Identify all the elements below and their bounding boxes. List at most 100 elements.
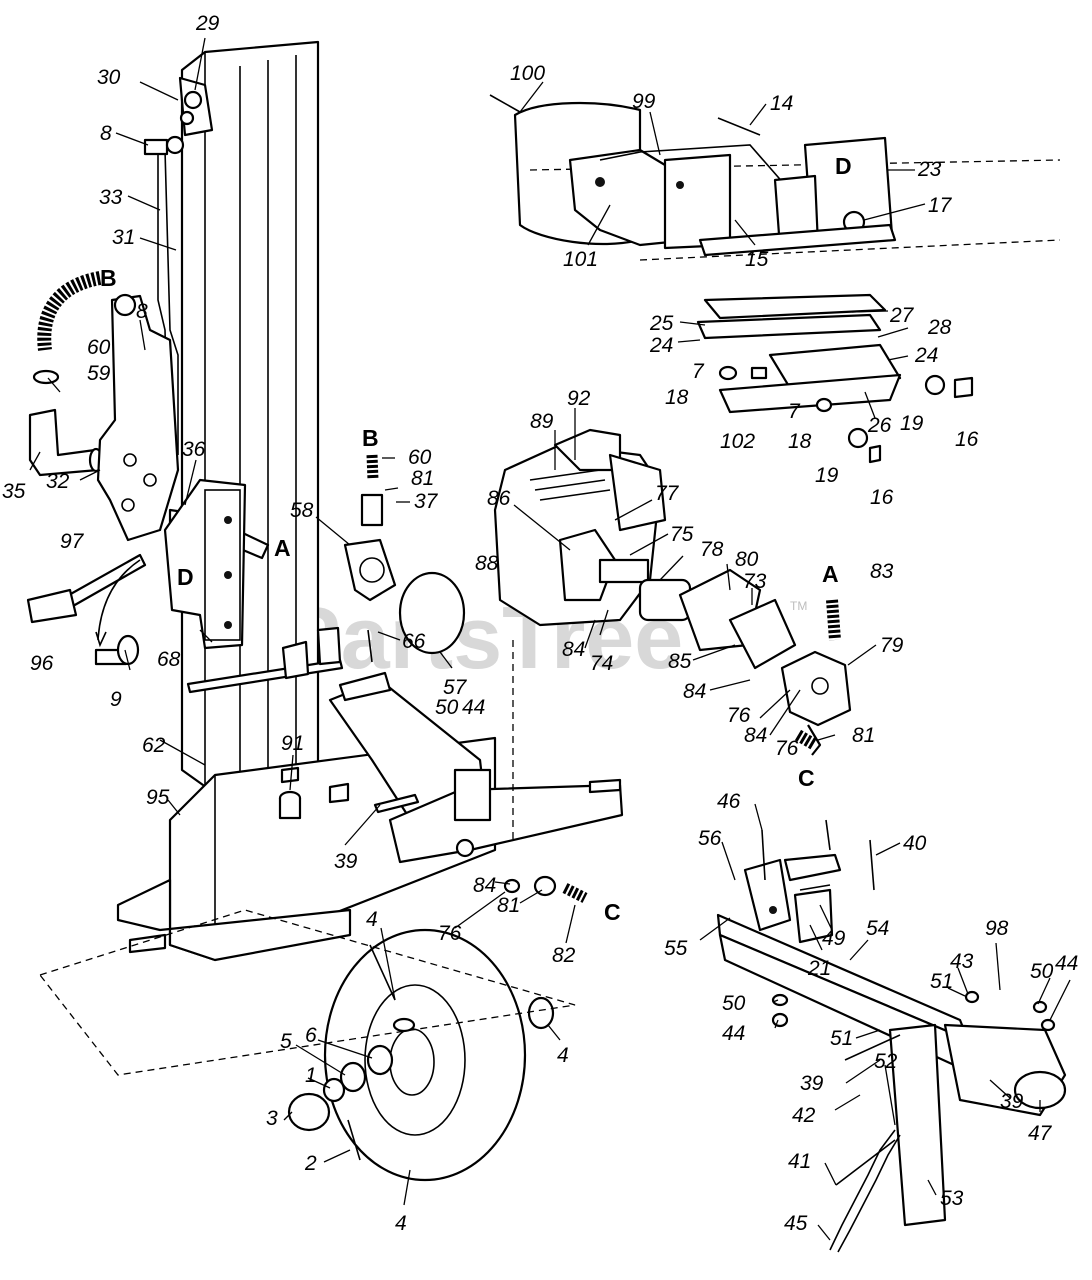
part-label: 96 <box>30 652 54 675</box>
part-label: 102 <box>720 430 755 453</box>
leader-lines <box>29 37 1071 1241</box>
part-label: 76 <box>438 922 462 945</box>
part-label: 43 <box>950 950 974 973</box>
hub-cap-3 <box>287 1092 331 1132</box>
main-frame <box>328 671 624 864</box>
part-label: 30 <box>97 66 121 89</box>
part-label: 32 <box>46 470 70 493</box>
part-label: 33 <box>99 186 123 209</box>
part-label: 3 <box>266 1107 278 1130</box>
wheel-bearing-4 <box>527 996 555 1030</box>
bolt-41 <box>835 1139 896 1186</box>
part-label: 92 <box>567 387 591 410</box>
part-label: 52 <box>874 1050 898 1073</box>
plates-24-28 <box>696 293 974 464</box>
part-label: 95 <box>146 786 170 809</box>
bolt-40 <box>869 839 875 891</box>
washer-59 <box>32 369 60 385</box>
beam-bracket-d <box>163 478 247 650</box>
part-label: 86 <box>487 487 511 510</box>
part-label: 99 <box>632 90 656 113</box>
part-label: 28 <box>927 316 952 339</box>
valve-handle <box>26 553 147 648</box>
washer-51 <box>964 990 980 1004</box>
part-label: 31 <box>112 226 135 249</box>
hose-b <box>37 271 102 351</box>
tow-frame <box>716 853 1067 1227</box>
part-label: 88 <box>475 552 499 575</box>
letter-c-1: C <box>798 765 815 791</box>
part-label: 18 <box>788 430 812 453</box>
part-label: 42 <box>792 1104 816 1127</box>
part-label: 68 <box>157 648 181 671</box>
part-label: 101 <box>563 248 598 271</box>
part-label: 73 <box>743 570 767 593</box>
part-label: 47 <box>1028 1122 1053 1145</box>
part-label: 66 <box>402 630 426 653</box>
part-label: 81 <box>411 467 434 490</box>
bolt-100 <box>489 94 521 113</box>
hose-c-bottom <box>562 883 588 903</box>
part-label: 19 <box>815 464 839 487</box>
part-label: 29 <box>195 12 220 35</box>
safety-chain-45 <box>829 1129 901 1253</box>
part-label: 77 <box>655 482 680 505</box>
part-label: 78 <box>700 538 724 561</box>
part-label: 50 <box>1030 960 1054 983</box>
part-label: 84 <box>683 680 706 703</box>
part-label: 46 <box>717 790 741 813</box>
part-label: 58 <box>290 499 314 522</box>
part-label: 91 <box>281 732 304 755</box>
wheel-axis-dashes <box>38 909 576 1076</box>
hose-a <box>826 599 841 641</box>
part-label: 60 <box>408 446 432 469</box>
part-label: 16 <box>955 428 979 451</box>
part-label: 40 <box>903 832 927 855</box>
cotter-pin-2 <box>347 1119 361 1161</box>
letter-a-1: A <box>274 535 291 561</box>
washer-5 <box>339 1061 367 1093</box>
bracket-99 <box>568 148 732 250</box>
bolt-9 <box>94 634 140 666</box>
part-label: 50 <box>435 696 459 719</box>
part-label: 44 <box>1055 952 1078 975</box>
washer-6 <box>366 1044 394 1076</box>
part-label: 14 <box>770 92 793 115</box>
plate-66b <box>316 626 342 666</box>
washer-50b <box>1032 1000 1048 1014</box>
part-label: 8 <box>136 300 148 323</box>
washer-50 <box>771 993 789 1007</box>
part-label: 81 <box>497 894 520 917</box>
part-label: 54 <box>866 917 889 940</box>
part-label: 35 <box>2 480 26 503</box>
part-label: 100 <box>510 62 545 85</box>
letter-a-2: A <box>822 561 839 587</box>
part-label: 84 <box>744 724 767 747</box>
part-label: 7 <box>788 400 801 423</box>
part-label: 59 <box>87 362 111 385</box>
letter-d-2: D <box>835 153 852 179</box>
part-number-labels: 29 30 8 33 31 60 59 8 35 32 36 97 96 9 6… <box>2 12 1078 1235</box>
part-label: 27 <box>889 304 915 327</box>
part-label: 51 <box>830 1027 853 1050</box>
part-label: 50 <box>722 992 746 1015</box>
part-label: 60 <box>87 336 111 359</box>
washer-1 <box>322 1077 346 1103</box>
part-label: 84 <box>562 638 585 661</box>
part-label: 7 <box>692 360 705 383</box>
connector-letters: B A D B A C C D <box>100 153 852 925</box>
filter-57 <box>398 571 466 655</box>
pin-39 <box>844 1034 901 1061</box>
part-label: 82 <box>552 944 576 967</box>
part-label: 24 <box>914 344 938 367</box>
part-label: 44 <box>722 1022 745 1045</box>
part-label: 6 <box>305 1024 317 1047</box>
pump-coupling <box>598 558 797 670</box>
part-label: 37 <box>414 490 439 513</box>
part-label: 4 <box>395 1212 407 1235</box>
part-label: 9 <box>110 688 122 711</box>
letter-c-2: C <box>604 899 621 925</box>
bolt-14 <box>717 117 761 136</box>
letter-b-2: B <box>362 425 379 451</box>
